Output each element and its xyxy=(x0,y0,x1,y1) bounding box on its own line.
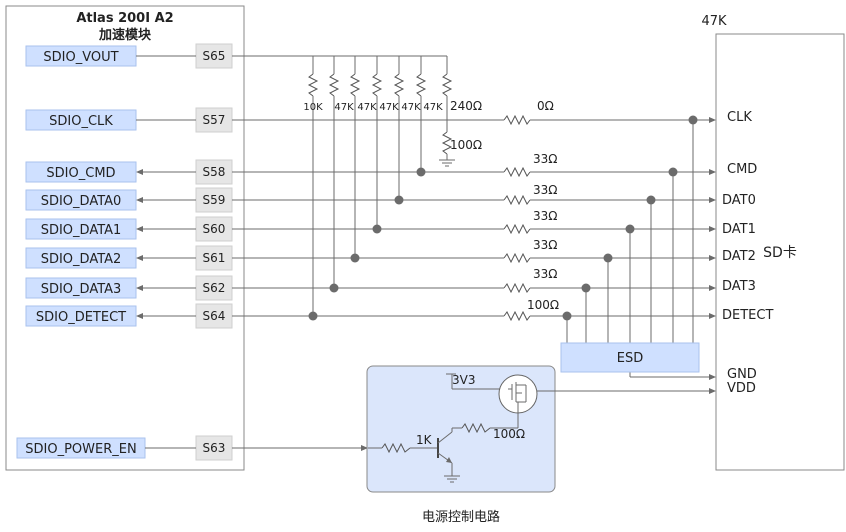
module-title-line2: 加速模块 xyxy=(98,27,152,43)
power-base-resistor-label: 1K xyxy=(416,433,433,447)
power-control-caption: 电源控制电路 xyxy=(422,509,500,525)
sd-pin-gnd: GND xyxy=(727,367,757,382)
series-resistor-clk: 0Ω xyxy=(537,99,554,113)
pullup-label-6: 47K xyxy=(423,102,443,113)
clk-resistor-bottom-label: 100Ω xyxy=(450,138,482,152)
signal-sdio-data0: SDIO_DATA0 xyxy=(41,194,122,209)
signal-sdio-data2: SDIO_DATA2 xyxy=(41,252,122,267)
pin-s63: S63 xyxy=(203,441,226,455)
pin-s64: S64 xyxy=(203,309,226,323)
signal-connectors xyxy=(136,55,196,449)
series-resistor-dat3: 33Ω xyxy=(533,267,557,281)
pin-s65: S65 xyxy=(203,49,226,63)
junction-dots xyxy=(308,115,698,321)
series-resistor-dat0: 33Ω xyxy=(533,183,557,197)
signal-sdio-data1: SDIO_DATA1 xyxy=(41,223,122,238)
pin-s58: S58 xyxy=(203,165,226,179)
esd-lines xyxy=(566,120,716,380)
pin-s62: S62 xyxy=(203,281,226,295)
esd-block xyxy=(560,342,700,373)
esd-label: ESD xyxy=(617,351,643,366)
sd-pin-cmd: CMD xyxy=(727,162,757,177)
module-title-line1: Atlas 200I A2 xyxy=(76,11,173,26)
pin-s61: S61 xyxy=(203,251,226,265)
signal-sdio-data3: SDIO_DATA3 xyxy=(41,282,122,297)
pullup-label-1: 10K xyxy=(303,102,323,113)
pullup-resistors xyxy=(307,56,455,316)
sd-pin-dat1: DAT1 xyxy=(722,222,756,237)
sd-pin-vdd: VDD xyxy=(727,381,756,396)
pullup-label-4: 47K xyxy=(379,102,399,113)
clk-resistor-top-label: 240Ω xyxy=(450,99,482,113)
power-vcc-label: 3V3 xyxy=(452,373,475,387)
pullup-label-5: 47K xyxy=(401,102,421,113)
signal-sdio-power-en: SDIO_POWER_EN xyxy=(25,442,136,457)
sd-card-top-label: 47K xyxy=(701,14,727,29)
sd-pin-dat2: DAT2 xyxy=(722,249,756,264)
sd-pin-clk: CLK xyxy=(727,110,752,125)
power-pullup-resistor-label: 100Ω xyxy=(493,427,525,441)
signal-sdio-detect: SDIO_DETECT xyxy=(36,310,126,325)
pin-s60: S60 xyxy=(203,222,226,236)
power-control-wiring xyxy=(232,373,716,483)
sd-pin-dat0: DAT0 xyxy=(722,193,756,208)
pullup-label-2: 47K xyxy=(334,102,354,113)
pin-s57: S57 xyxy=(203,113,226,127)
sd-card-label: SD卡 xyxy=(763,245,797,261)
sd-pin-dat3: DAT3 xyxy=(722,279,756,294)
signal-sdio-vout: SDIO_VOUT xyxy=(43,50,118,65)
series-resistor-detect: 100Ω xyxy=(527,298,559,312)
signal-lines xyxy=(232,114,716,322)
signal-sdio-clk: SDIO_CLK xyxy=(49,114,113,129)
sd-card-block xyxy=(715,33,845,471)
signal-sdio-cmd: SDIO_CMD xyxy=(46,166,115,181)
pullup-label-3: 47K xyxy=(357,102,377,113)
pin-s59: S59 xyxy=(203,193,226,207)
series-resistor-cmd: 33Ω xyxy=(533,152,557,166)
series-resistor-dat2: 33Ω xyxy=(533,238,557,252)
sd-pin-detect: DETECT xyxy=(722,308,773,323)
series-resistor-dat1: 33Ω xyxy=(533,209,557,223)
